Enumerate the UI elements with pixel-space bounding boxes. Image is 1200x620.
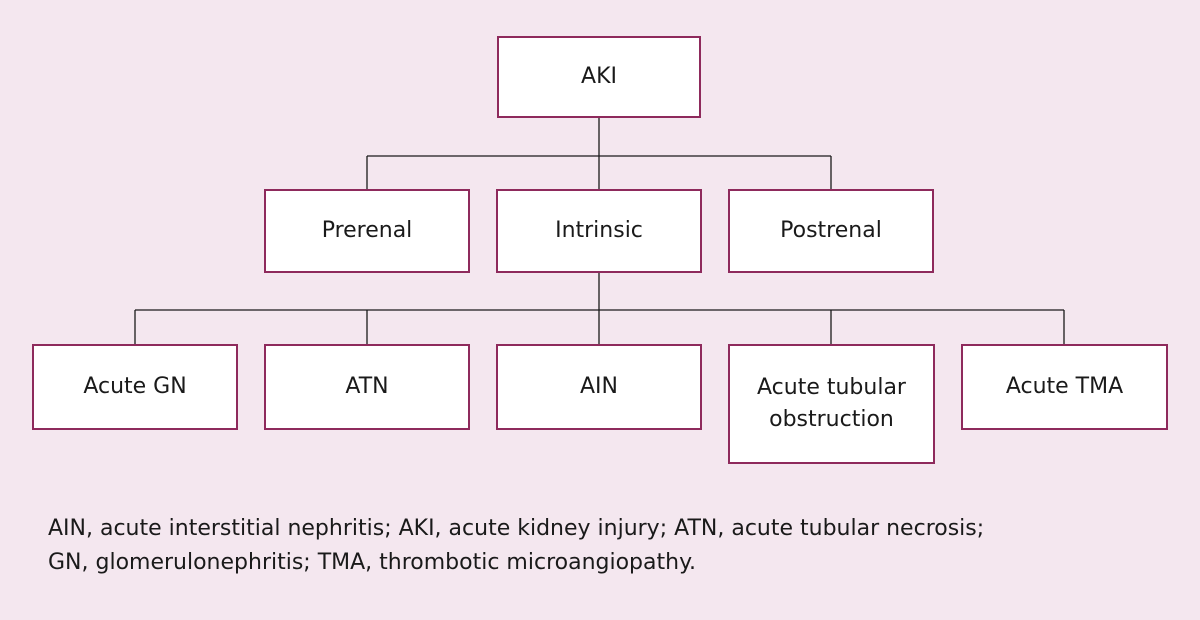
node-ain: AIN [496, 344, 702, 430]
connector-lines [134, 117, 1065, 345]
node-acute-tubular-obstruction-line-1: Acute tubular [757, 375, 906, 400]
node-acute-tma: Acute TMA [961, 344, 1168, 430]
node-ain-label: AIN [580, 374, 618, 399]
node-atn: ATN [264, 344, 470, 430]
node-acute-tma-label: Acute TMA [1005, 374, 1124, 399]
node-prerenal: Prerenal [264, 189, 470, 273]
node-acute-tubular-obstruction-line-2: obstruction [769, 407, 894, 432]
node-intrinsic: Intrinsic [496, 189, 702, 273]
node-prerenal-label: Prerenal [321, 218, 413, 243]
node-postrenal: Postrenal [728, 189, 934, 273]
node-intrinsic-label: Intrinsic [555, 218, 643, 243]
node-postrenal-label: Postrenal [780, 218, 882, 243]
abbreviations-footnote: AIN, acute interstitial nephritis; AKI, … [48, 512, 1158, 580]
footnote-line-1: AIN, acute interstitial nephritis; AKI, … [48, 516, 985, 541]
node-atn-label: ATN [345, 374, 389, 399]
node-acute-gn: Acute GN [32, 344, 238, 430]
node-aki-label: AKI [581, 64, 617, 89]
footnote-line-2: GN, glomerulonephritis; TMA, thrombotic … [48, 550, 696, 575]
node-acute-tubular-obstruction: Acute tubular obstruction [728, 344, 935, 464]
node-aki: AKI [497, 36, 701, 118]
node-acute-gn-label: Acute GN [83, 374, 187, 399]
